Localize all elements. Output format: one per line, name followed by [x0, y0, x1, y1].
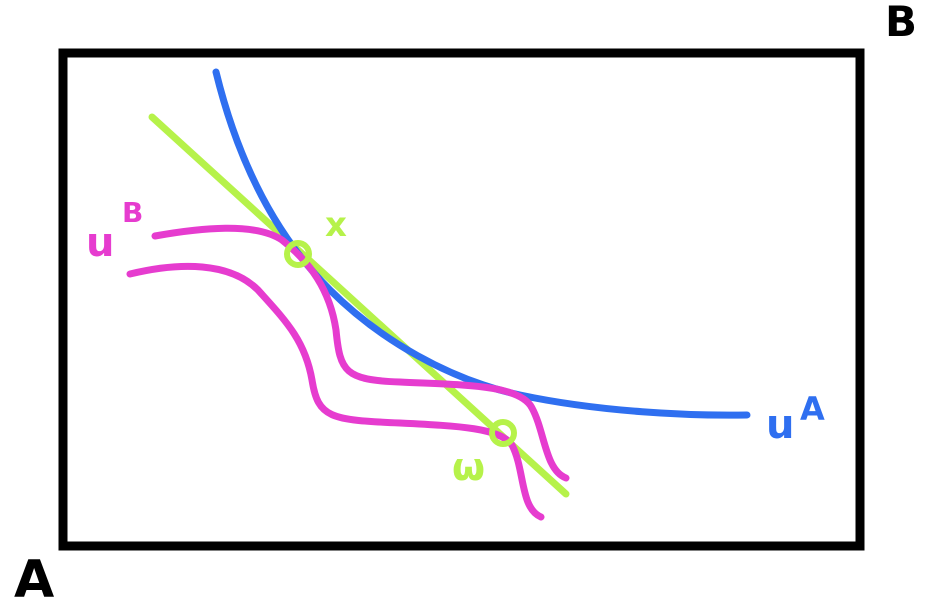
indifference-curve-ub-lower — [126, 262, 545, 521]
label-ua: u A — [766, 390, 825, 448]
point-omega-marker — [489, 419, 517, 447]
label-x: x — [325, 205, 347, 245]
point-x-marker — [284, 240, 312, 268]
origin-b-label: B — [885, 0, 917, 46]
label-ua-sup: A — [800, 390, 825, 428]
label-omega: ω — [452, 445, 485, 489]
indifference-curve-ua — [212, 68, 751, 419]
label-ua-base: u — [766, 402, 794, 448]
origin-a-label: A — [14, 550, 54, 608]
label-ub: u B — [86, 196, 143, 266]
edgeworth-box-frame — [58, 48, 865, 551]
indifference-curve-ub-upper — [151, 224, 570, 482]
label-ub-base: u — [86, 220, 114, 266]
label-ub-sup: B — [122, 196, 143, 229]
